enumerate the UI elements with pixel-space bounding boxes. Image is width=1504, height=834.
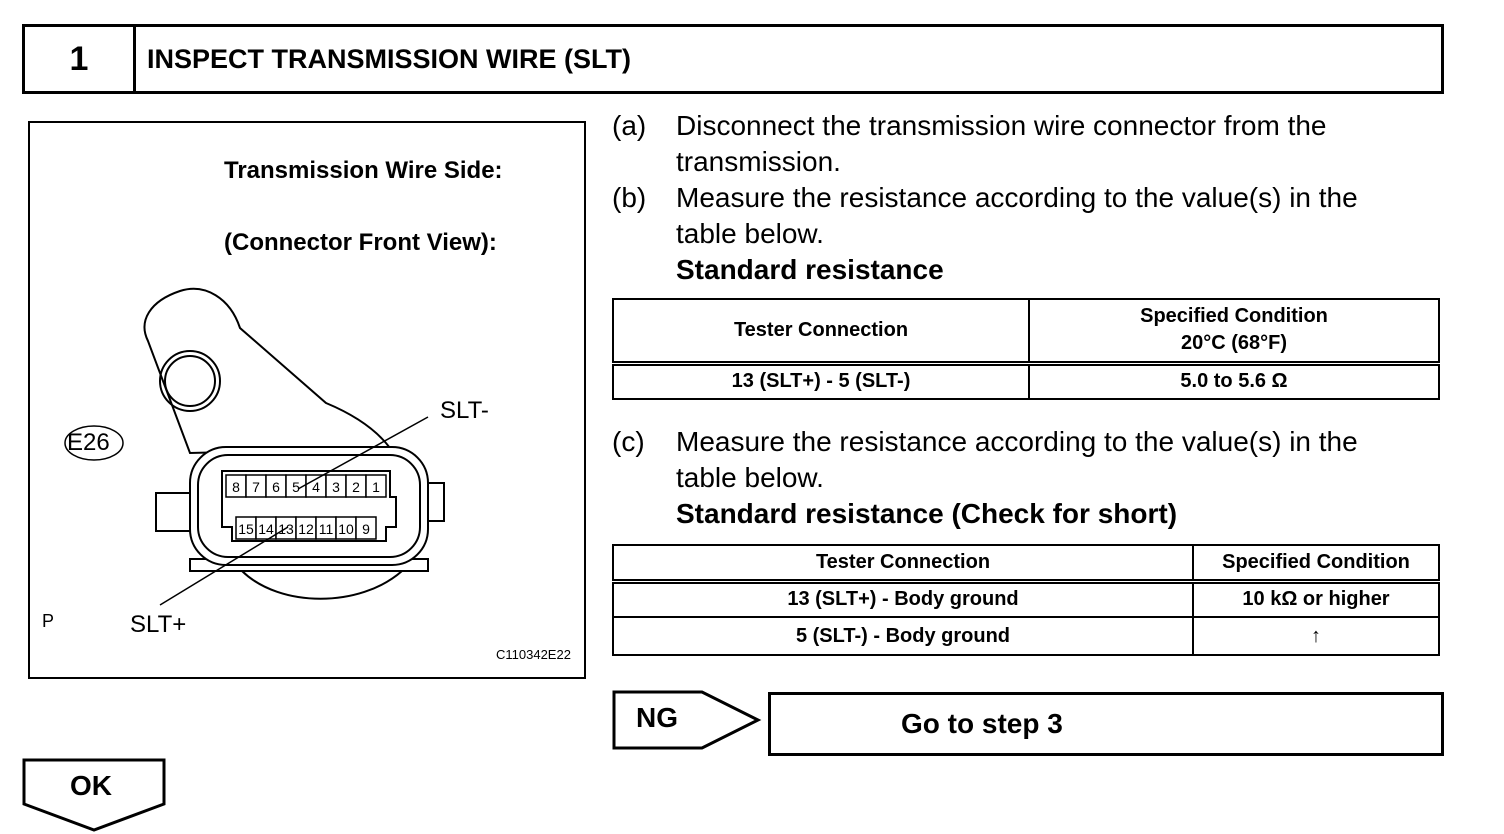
cell-condition: 5.0 to 5.6 Ω (1028, 362, 1440, 400)
pin-number: 5 (292, 479, 300, 495)
standard-resistance-table: Tester Connection Specified Condition 20… (612, 298, 1440, 400)
leader-slt-plus (159, 526, 289, 606)
step-title: INSPECT TRANSMISSION WIRE (SLT) (147, 43, 631, 74)
pin-number: 9 (362, 521, 370, 537)
table-header-row: Tester Connection Specified Condition 20… (612, 298, 1440, 366)
header-tester-connection: Tester Connection (612, 544, 1194, 584)
step-a-marker: (a) (612, 110, 647, 141)
pin-number: 6 (272, 479, 280, 495)
cell-condition: 10 kΩ or higher (1192, 580, 1440, 618)
step-a-line2: transmission. (676, 146, 841, 177)
connector-flange (143, 287, 392, 455)
table-row: 5 (SLT-) - Body ground ↑ (612, 616, 1440, 656)
pin-cell (355, 516, 377, 540)
cell-connection: 13 (SLT+) - Body ground (612, 580, 1194, 618)
connector-shell (189, 446, 429, 566)
step-number: 1 (25, 27, 136, 91)
pin-number: 3 (332, 479, 340, 495)
left-tab (155, 492, 193, 532)
label-slt-plus: SLT+ (130, 611, 187, 638)
cell-condition: ↑ (1192, 616, 1440, 656)
step-b: (b) Measure the resistance according to … (612, 180, 1442, 288)
ng-label: NG (636, 702, 678, 733)
connector-round-body (241, 570, 403, 600)
step-c: (c) Measure the resistance according to … (612, 424, 1442, 532)
step-header: 1 INSPECT TRANSMISSION WIRE (SLT) (22, 24, 1444, 94)
pin-number: 14 (258, 521, 274, 537)
leader-slt-minus (297, 416, 429, 490)
figure-title-line2: (Connector Front View): (224, 229, 497, 256)
connector-id: E26 (67, 429, 110, 456)
ok-label: OK (70, 770, 112, 801)
label-slt-minus: SLT- (440, 397, 489, 424)
pin-number: 11 (319, 521, 334, 537)
pin-number: 4 (312, 479, 320, 495)
table-row: 13 (SLT+) - 5 (SLT-) 5.0 to 5.6 Ω (612, 362, 1440, 400)
pin-number: 7 (252, 479, 260, 495)
step-c-heading: Standard resistance (Check for short) (676, 498, 1178, 529)
connector-id-oval (64, 425, 124, 461)
figure-title-line1: Transmission Wire Side: (224, 157, 503, 184)
step-b-heading: Standard resistance (676, 254, 944, 285)
cell-connection: 13 (SLT+) - 5 (SLT-) (612, 362, 1030, 400)
pin-cell (365, 474, 387, 498)
ng-action-text: Go to step 3 (901, 708, 1063, 739)
pin-number: 1 (372, 479, 380, 495)
step-b-marker: (b) (612, 182, 647, 213)
table-header-row: Tester Connection Specified Condition (612, 544, 1440, 584)
step-b-line1: Measure the resistance according to the … (676, 182, 1358, 213)
cell-connection: 5 (SLT-) - Body ground (612, 616, 1194, 656)
header-specified-condition: Specified Condition 20°C (68°F) (1028, 298, 1440, 366)
table-row: 13 (SLT+) - Body ground 10 kΩ or higher (612, 580, 1440, 618)
step-c-line2: table below. (676, 462, 824, 493)
figure-code: C110342E22 (496, 647, 571, 662)
ng-arrow-shape (612, 690, 762, 750)
ng-action-box: Go to step 3 (768, 692, 1444, 756)
pin-number: 8 (232, 479, 240, 495)
short-check-table: Tester Connection Specified Condition 13… (612, 544, 1440, 656)
header-tester-connection: Tester Connection (612, 298, 1030, 366)
header-specified-condition: Specified Condition (1192, 544, 1440, 584)
corner-mark: P (42, 611, 55, 631)
ok-arrow-shape (22, 758, 166, 832)
pin-number: 12 (298, 521, 314, 537)
step-b-line2: table below. (676, 218, 824, 249)
step-c-line1: Measure the resistance according to the … (676, 426, 1358, 457)
pin-number: 15 (238, 521, 254, 537)
pin-number: 2 (352, 479, 360, 495)
header-specified-condition-line1: Specified Condition (1140, 305, 1328, 328)
step-c-marker: (c) (612, 426, 645, 457)
flange-hole (159, 350, 221, 412)
step-a: (a) Disconnect the transmission wire con… (612, 108, 1442, 180)
step-a-line1: Disconnect the transmission wire connect… (676, 110, 1327, 141)
pin-number: 10 (338, 521, 354, 537)
header-temperature: 20°C (68°F) (1180, 332, 1288, 355)
